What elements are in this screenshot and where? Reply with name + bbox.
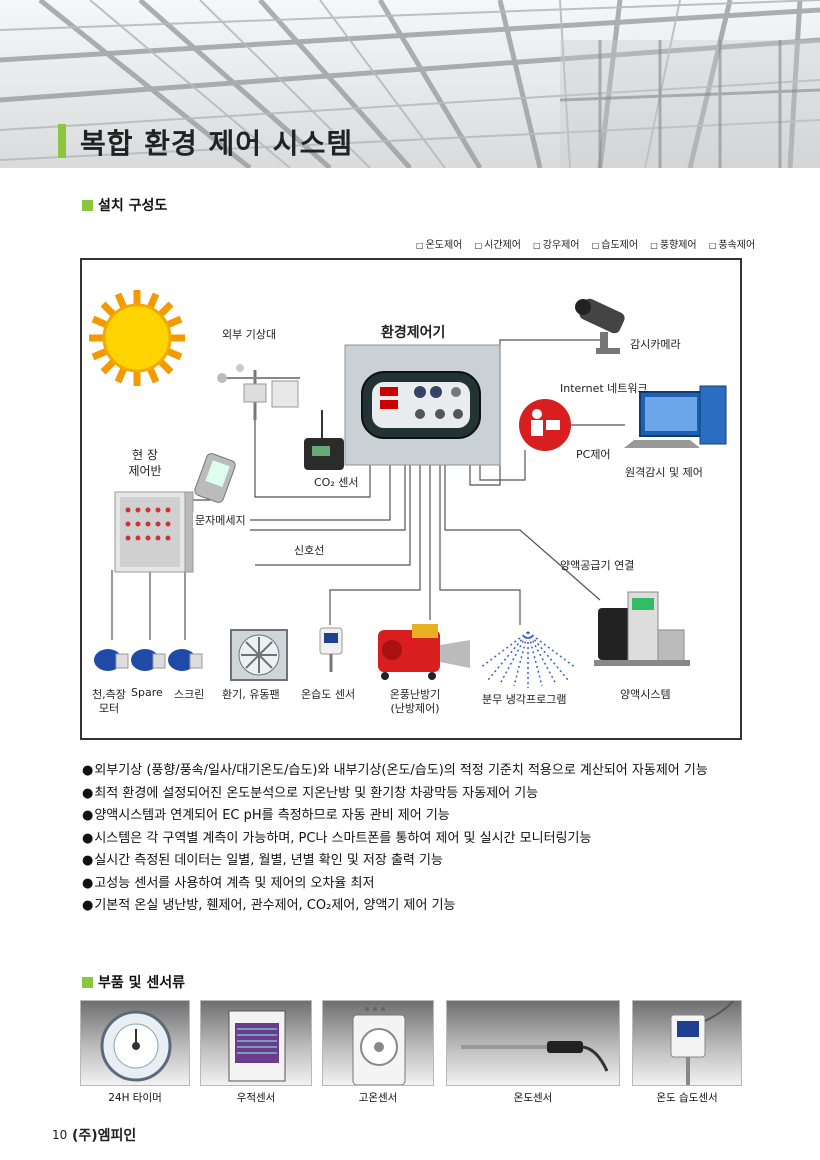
feature-item: 시스템은 각 구역별 계측이 가능하며, PC나 스마트폰를 통하여 제어 및 …	[82, 828, 782, 851]
temp-sensor-image	[446, 1000, 620, 1086]
internet-label: Internet 네트워크	[560, 380, 648, 396]
controller-title: 환경제어기	[381, 322, 445, 342]
mist-spray-icon	[480, 632, 576, 688]
pda-icon	[193, 452, 236, 504]
weather-station-label: 외부 기상대	[222, 326, 276, 342]
sms-label: 문자메세지	[193, 512, 248, 528]
co2-sensor-label: CO₂ 센서	[314, 474, 359, 490]
field-control-panel-icon	[115, 492, 193, 572]
remote-label: 원격감시 및 제어	[625, 464, 703, 480]
spare-motor-icon	[131, 649, 165, 671]
part-caption: 24H 타이머	[80, 1090, 190, 1105]
high-temp-sensor-image	[322, 1000, 434, 1086]
feature-item: 기본적 온실 냉난방, 휀제어, 관수제어, CO₂제어, 양액기 제어 기능	[82, 895, 782, 918]
environment-controller-icon	[345, 345, 500, 465]
sun-icon	[89, 290, 185, 386]
motor-icon	[94, 649, 128, 671]
fan-icon	[231, 630, 287, 680]
weather-station-icon	[217, 364, 300, 420]
signal-line-label: 신호선	[294, 542, 324, 558]
feature-item: 외부기상 (풍향/풍속/일사/대기온도/습도)와 내부기상(온도/습도)의 적정…	[82, 760, 782, 783]
heater-icon	[378, 624, 470, 680]
field-panel-label-2: 제어반	[125, 462, 165, 479]
temp-humidity-sensor-image	[632, 1000, 742, 1086]
part-caption: 온도 습도센서	[632, 1090, 742, 1105]
pc-control-label: PC제어	[576, 446, 611, 462]
pc-control-icon	[519, 399, 571, 451]
feature-item: 고성능 센서를 사용하여 계측 및 제어의 오차율 최저	[82, 873, 782, 896]
cctv-label: 감시카메라	[630, 336, 681, 352]
spare-label: Spare	[131, 686, 163, 699]
feature-item: 실시간 측정된 데이터는 일별, 월별, 년별 확인 및 저장 출력 기능	[82, 850, 782, 873]
screen-label: 스크린	[174, 686, 204, 702]
section-marker	[82, 977, 93, 988]
mist-label: 분무 냉각프로그램	[482, 691, 566, 707]
rain-sensor-image	[200, 1000, 312, 1086]
motor-label-2: 모터	[86, 700, 132, 716]
nutrient-system-icon	[594, 592, 690, 666]
co2-sensor-icon	[304, 410, 344, 470]
part-caption: 고온센서	[322, 1090, 434, 1105]
th-sensor-icon	[320, 628, 342, 672]
feature-item: 양액시스템과 연계되어 EC pH를 측정하므로 자동 관비 제어 기능	[82, 805, 782, 828]
nutrient-supply-label: 양액공급기 연결	[560, 557, 634, 573]
timer-image	[80, 1000, 190, 1086]
screen-motor-icon	[168, 649, 202, 671]
section-title-parts: 부품 및 센서류	[98, 972, 185, 992]
feature-item: 최적 환경에 설정되어진 온도분석으로 지온난방 및 환기창 차광막등 자동제어…	[82, 783, 782, 806]
heater-label-2: (난방제어)	[380, 700, 450, 716]
nutrient-system-label: 양액시스템	[620, 686, 671, 702]
part-caption: 우적센서	[200, 1090, 312, 1105]
field-panel-label-1: 현 장	[125, 446, 165, 463]
feature-list: 외부기상 (풍향/풍속/일사/대기온도/습도)와 내부기상(온도/습도)의 적정…	[82, 760, 782, 918]
part-caption: 온도센서	[446, 1090, 620, 1105]
fan-label: 환기, 유동팬	[222, 686, 280, 702]
page-number: 10	[52, 1128, 67, 1142]
th-sensor-label: 온습도 센서	[301, 686, 355, 702]
cctv-icon	[575, 297, 627, 354]
company-name: (주)엠피인	[72, 1125, 136, 1145]
